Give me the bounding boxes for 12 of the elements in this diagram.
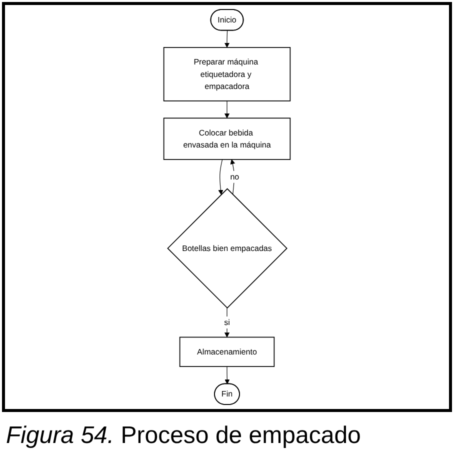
arrow [224,30,230,48]
node-box: Preparar máquina etiquetadora y empacadora [163,47,291,102]
arrow [224,366,230,384]
node-box: Colocar bebida envasada en la máquina [163,118,291,160]
edge-label: si [224,318,230,327]
arrow [224,100,230,118]
arrow [218,159,224,195]
figure-caption: Figura 54. Proceso de empacado [6,422,361,450]
arrow [224,308,230,338]
node-diamond: Botellas bien empacadas [167,188,288,309]
edge-label: no [230,172,240,182]
node-box: Almacenamiento [179,336,275,367]
